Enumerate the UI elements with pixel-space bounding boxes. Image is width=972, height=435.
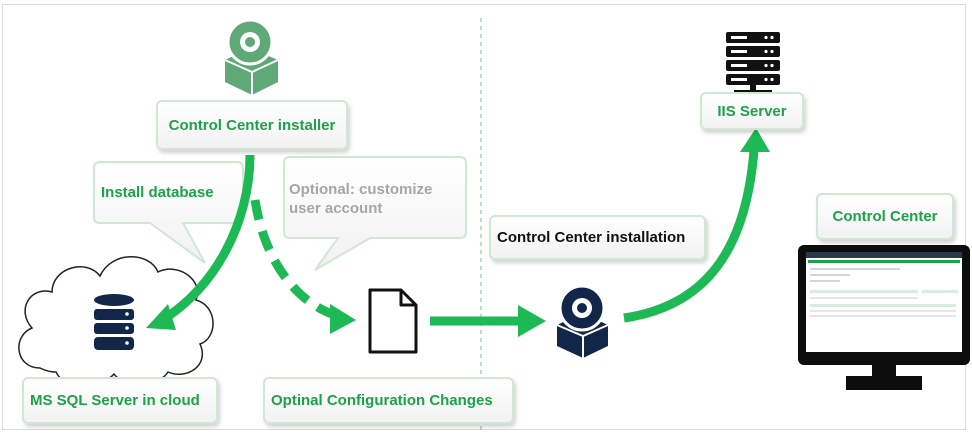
ms-sql-label: MS SQL Server in cloud [22, 377, 218, 424]
iis-server-label: IIS Server [700, 92, 804, 130]
diagram-frame [2, 4, 966, 430]
document-icon [368, 288, 418, 354]
arrow-to-iis-server [623, 128, 770, 323]
control-center-label: Control Center [816, 193, 954, 240]
optional-config-label: Optinal Configuration Changes [263, 377, 514, 424]
installation-icon [556, 284, 609, 358]
optional-customize-line1: Optional: customize [289, 181, 433, 198]
install-database-callout [93, 161, 244, 264]
install-database-text: Install database [101, 184, 214, 201]
optional-customize-callout [283, 156, 467, 271]
arrow-to-installation [430, 305, 546, 337]
optional-customize-text: Optional: customize user account [289, 180, 432, 218]
server-icon [726, 32, 780, 93]
arrow-install-database [146, 154, 255, 330]
installer-icon [224, 18, 279, 95]
monitor-icon [798, 245, 970, 390]
cloud-icon [18, 256, 214, 387]
installation-label: Control Center installation [489, 215, 706, 260]
installer-label: Control Center installer [156, 100, 348, 150]
arrow-optional-config [250, 199, 356, 334]
optional-customize-line2: user account [289, 200, 383, 217]
database-icon [94, 294, 134, 350]
